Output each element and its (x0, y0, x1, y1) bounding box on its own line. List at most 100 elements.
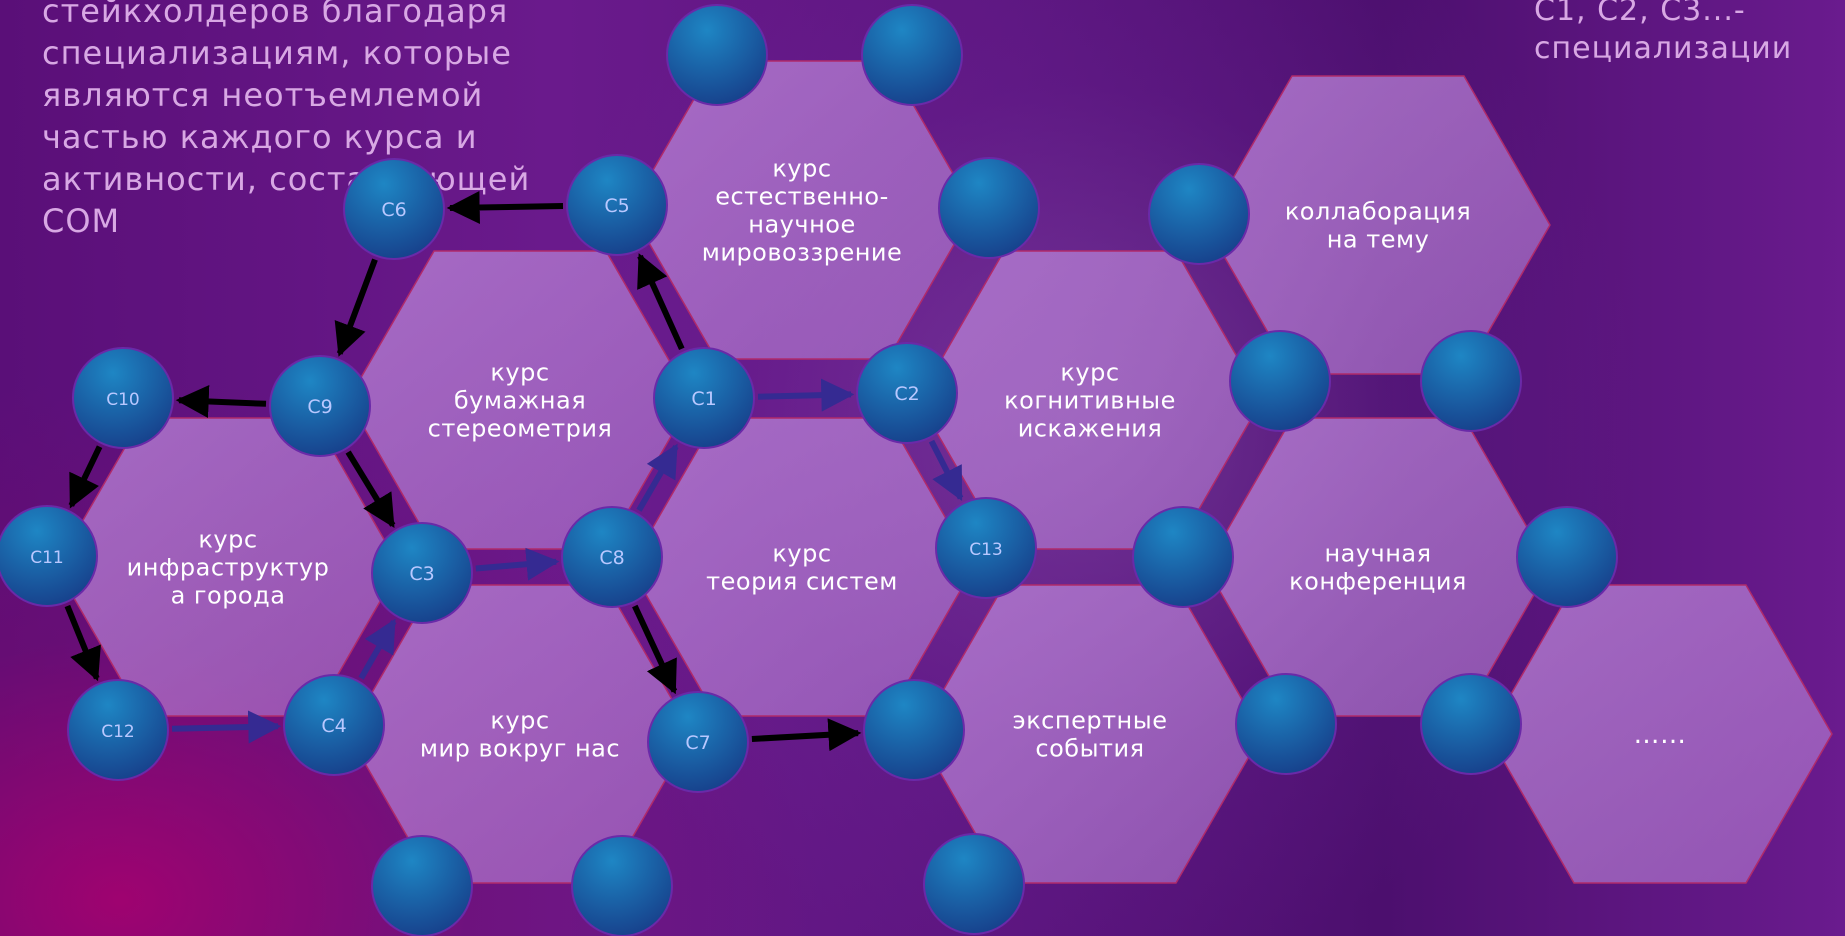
hexagon-label: курс (198, 525, 257, 553)
node-label: C1 (691, 388, 716, 410)
node-C13: C13 (935, 497, 1037, 599)
legend-text: С1, С2, С3...- специализации (1534, 0, 1793, 66)
hexagon-label: когнитивные (1004, 386, 1176, 414)
hexagon-label: на тему (1327, 225, 1430, 253)
edge-C8-to-C7 (632, 604, 678, 695)
edge-C10-to-C11 (68, 445, 103, 509)
node-circle (1420, 673, 1522, 775)
node-C12: C12 (67, 679, 169, 781)
edge-C5-to-C6 (446, 190, 564, 224)
node-blank-1 (666, 4, 768, 106)
hexagon-label: научное (748, 210, 855, 238)
edge-C7-to-blank-9 (751, 718, 862, 752)
hexagon-label: бумажная (454, 386, 586, 414)
node-circle (923, 833, 1025, 935)
hexagon-label: курс (490, 706, 549, 734)
node-label: C2 (894, 383, 919, 405)
hexagon-label: мировоззрение (702, 238, 903, 266)
node-circle (0, 505, 98, 607)
node-blank-8 (1516, 506, 1618, 608)
node-blank-3 (938, 157, 1040, 259)
node-C2: C2 (856, 342, 958, 444)
node-circle (653, 347, 755, 449)
node-C8: C8 (561, 506, 663, 608)
node-C7: C7 (647, 691, 749, 793)
node-label: C5 (604, 195, 629, 217)
edge-C6-to-C9 (334, 258, 378, 357)
hexagon-label: курс (772, 154, 831, 182)
hexagon-label: коллаборация (1285, 197, 1471, 225)
node-C3: C3 (371, 522, 473, 624)
node-label: C10 (106, 390, 140, 410)
node-circle (67, 679, 169, 781)
hexagon-label: а города (171, 581, 286, 609)
node-circle (1516, 506, 1618, 608)
hexagon-label: конференция (1289, 567, 1467, 595)
node-C5: C5 (566, 154, 668, 256)
hexagon-more: …… (1487, 584, 1833, 884)
node-blank-9 (863, 679, 965, 781)
hexagon-label: искажения (1018, 414, 1163, 442)
node-circle (72, 347, 174, 449)
edge-C2-to-C13 (928, 439, 964, 502)
node-circle (935, 497, 1037, 599)
node-C10: C10 (72, 347, 174, 449)
hexagon-label: мир вокруг нас (420, 734, 620, 762)
node-label: C12 (101, 722, 135, 742)
node-circle (856, 342, 958, 444)
node-circle (863, 679, 965, 781)
node-C11: C11 (0, 505, 98, 607)
node-circle (371, 835, 473, 936)
node-label: C13 (969, 540, 1003, 560)
node-blank-6 (1420, 330, 1522, 432)
hexagon-label: научная (1324, 539, 1431, 567)
node-circle (371, 522, 473, 624)
intro-text: стейкхолдеров благодаря специализациям, … (42, 0, 531, 240)
hexagon-label: курс (1060, 358, 1119, 386)
node-label: C9 (307, 396, 332, 418)
node-circle (1235, 673, 1337, 775)
hexagon-label: …… (1634, 720, 1687, 750)
node-circle (566, 154, 668, 256)
node-circle (666, 4, 768, 106)
hexagon-label: естественно- (715, 182, 889, 210)
edge-C12-to-C4 (171, 710, 282, 744)
hexagon-label: события (1035, 734, 1144, 762)
node-blank-10 (1235, 673, 1337, 775)
node-circle (283, 674, 385, 776)
node-blank-13 (571, 835, 673, 936)
hexagon-label: инфраструктур (127, 553, 330, 581)
node-circle (647, 691, 749, 793)
node-C6: C6 (343, 158, 445, 260)
node-label: C7 (685, 732, 710, 754)
edge-C11-to-C12 (64, 604, 101, 682)
node-circle (1132, 506, 1234, 608)
node-circle (561, 506, 663, 608)
edge-C1-to-C5 (637, 253, 685, 351)
node-label: C6 (381, 199, 406, 221)
node-label: C3 (409, 563, 434, 585)
node-C1: C1 (653, 347, 755, 449)
node-label: C8 (599, 547, 624, 569)
hexagon-layer: курсестественно-научноемировоззрениекурс… (55, 60, 1833, 884)
node-label: C11 (30, 548, 64, 568)
node-blank-5 (1229, 330, 1331, 432)
edge-C8-to-C1 (636, 443, 679, 512)
node-label: C4 (321, 715, 346, 737)
edge-layer (64, 190, 964, 752)
node-circle (861, 4, 963, 106)
node-blank-4 (1148, 163, 1250, 265)
hexagon-label: курс (490, 358, 549, 386)
hexagon-label: стереометрия (428, 414, 613, 442)
node-C9: C9 (269, 355, 371, 457)
node-circle (938, 157, 1040, 259)
node-blank-7 (1132, 506, 1234, 608)
node-circle (1420, 330, 1522, 432)
